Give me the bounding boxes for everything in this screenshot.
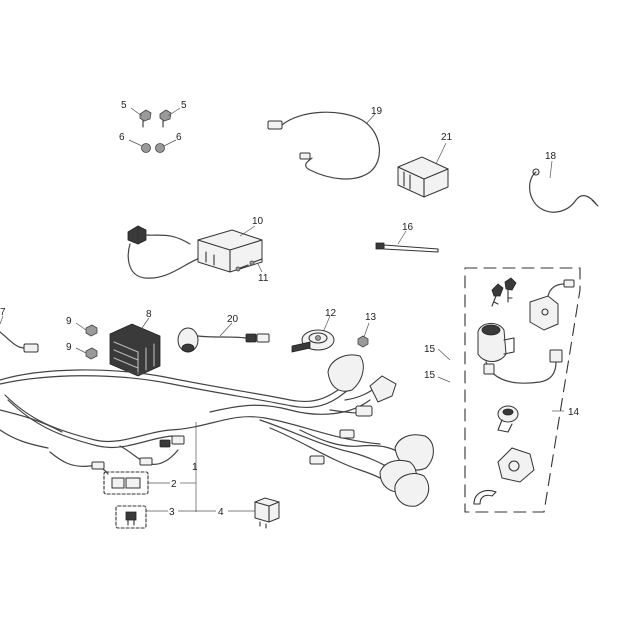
callout-15-upper: 15 xyxy=(424,344,436,355)
ignition-coil-part-10 xyxy=(127,225,263,279)
bolt-pair-part-5 xyxy=(139,109,172,128)
relay-socket-part-3 xyxy=(115,505,147,529)
callout-6-left: 6 xyxy=(119,132,125,143)
flasher-part-20 xyxy=(177,327,270,353)
callout-5-left: 5 xyxy=(121,100,127,111)
leader-lines xyxy=(0,107,564,512)
callout-18: 18 xyxy=(545,151,557,162)
relay-part-4 xyxy=(254,497,280,529)
callout-20: 20 xyxy=(227,314,239,325)
callout-3: 3 xyxy=(169,507,175,518)
callout-8: 8 xyxy=(146,309,152,320)
callout-10: 10 xyxy=(252,216,264,227)
callout-15-lower: 15 xyxy=(424,370,436,381)
callout-13: 13 xyxy=(365,312,377,323)
regulator-rectifier-part-8 xyxy=(109,323,161,377)
horn-part-12 xyxy=(291,329,335,353)
main-wiring-harness-part-1 xyxy=(0,354,434,507)
ignition-lock-set-part-14 xyxy=(464,267,581,513)
washer-pair-part-6 xyxy=(141,143,165,153)
callout-21: 21 xyxy=(441,132,453,143)
callout-14: 14 xyxy=(568,407,580,418)
callout-4: 4 xyxy=(218,507,224,518)
cable-tie-part-16 xyxy=(375,242,439,253)
callout-9-upper: 9 xyxy=(66,316,72,327)
callout-5-right: 5 xyxy=(181,100,187,111)
connector-wire-part-7 xyxy=(0,331,39,353)
coil-screws-part-11 xyxy=(235,258,263,272)
callout-labels: 5 5 6 6 19 21 18 10 11 16 7 9 9 8 20 12 … xyxy=(0,100,580,518)
callout-6-right: 6 xyxy=(176,132,182,143)
callout-12: 12 xyxy=(325,308,337,319)
screw-part-13 xyxy=(357,335,369,348)
callout-9-lower: 9 xyxy=(66,342,72,353)
callout-19: 19 xyxy=(371,106,383,117)
callout-7: 7 xyxy=(0,307,6,318)
callout-2: 2 xyxy=(171,479,177,490)
bolts-part-9 xyxy=(85,324,98,360)
callout-16: 16 xyxy=(402,222,414,233)
callout-11: 11 xyxy=(258,273,269,284)
cdi-unit-part-21 xyxy=(397,156,449,198)
lead-wire-part-19 xyxy=(267,111,381,180)
fuse-holder-part-2 xyxy=(103,471,149,495)
sensor-wire-part-18 xyxy=(529,168,599,213)
callout-1: 1 xyxy=(192,462,198,473)
